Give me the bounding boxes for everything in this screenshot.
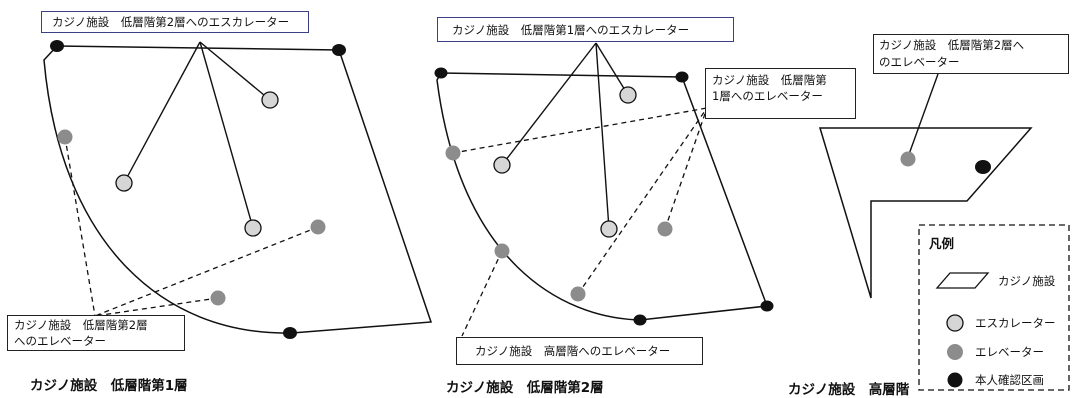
- callout-line: カジノ施設 低層階第2層: [14, 318, 148, 332]
- callout-line: へのエレベーター: [14, 334, 106, 348]
- elevator-marker: [210, 290, 226, 306]
- panel-2-title: カジノ施設 低層階第2層: [446, 380, 604, 396]
- id-check-marker: [434, 67, 448, 79]
- id-check-marker: [50, 40, 64, 52]
- escalator-callout: カジノ施設 低層階第1層へのエスカレーター: [437, 17, 734, 42]
- callout-line: 1層へのエレベーター: [712, 89, 823, 103]
- panel-3-title: カジノ施設 高層階: [788, 382, 910, 398]
- elevator-callout: カジノ施設 低層階第2層へ のエレベーター: [873, 34, 1069, 74]
- elevator-callout: カジノ施設 低層階第2層 へのエレベーター: [7, 315, 185, 351]
- elevator-marker: [570, 286, 586, 302]
- escalator-marker: [244, 219, 262, 237]
- escalator-marker: [619, 86, 637, 104]
- panel-1-escalator-leaders: [123, 41, 271, 229]
- id-check-marker: [283, 327, 297, 339]
- callout-line: のエレベーター: [879, 55, 960, 69]
- casino-area-symbol: [935, 272, 990, 289]
- elevator-marker: [657, 221, 673, 237]
- id-check-legend-icon: [947, 372, 963, 388]
- id-check-marker: [975, 160, 991, 174]
- legend-label-elevator: エレベーター: [975, 345, 1044, 359]
- elevator-marker: [310, 219, 326, 235]
- panel-2-escalator-leaders: [501, 42, 629, 230]
- legend-label-escalator: エスカレーター: [975, 316, 1056, 330]
- id-check-marker: [760, 300, 774, 312]
- escalator-marker: [261, 91, 279, 109]
- id-check-marker: [633, 314, 647, 326]
- elevator-marker: [445, 145, 461, 161]
- escalator-marker: [115, 174, 133, 192]
- elevator-legend-icon: [947, 344, 963, 360]
- panel-2-elevator-leaders: [452, 107, 708, 337]
- panel-3-elevator-leader: [907, 73, 939, 158]
- callout-line: カジノ施設 低層階第: [712, 73, 827, 87]
- elevator-marker: [900, 151, 916, 167]
- elevator-marker: [57, 129, 73, 145]
- escalator-marker: [493, 156, 511, 174]
- panel-1-floor-outline: [43, 45, 433, 334]
- callout-line: カジノ施設 低層階第2層へ: [879, 38, 1025, 52]
- escalator-callout: カジノ施設 低層階第2層へのエスカレーター: [41, 11, 309, 33]
- elevator-marker: [494, 243, 510, 259]
- legend-box: [918, 224, 1070, 391]
- legend-label-id-check: 本人確認区画: [975, 373, 1044, 387]
- legend-label-casino: カジノ施設: [998, 274, 1056, 288]
- escalator-legend-icon: [946, 314, 964, 332]
- panel-1-elevator-leaders: [64, 136, 319, 317]
- escalator-marker: [600, 220, 618, 238]
- highrise-elevator-callout: カジノ施設 高層階へのエレベーター: [456, 337, 703, 365]
- panel-1-title: カジノ施設 低層階第1層: [30, 378, 188, 394]
- panel-3-floor-outline: [818, 127, 1033, 299]
- id-check-marker: [675, 71, 689, 83]
- legend-title: 凡例: [929, 236, 955, 251]
- elevator-callout: カジノ施設 低層階第 1層へのエレベーター: [705, 68, 856, 119]
- id-check-marker: [332, 44, 346, 56]
